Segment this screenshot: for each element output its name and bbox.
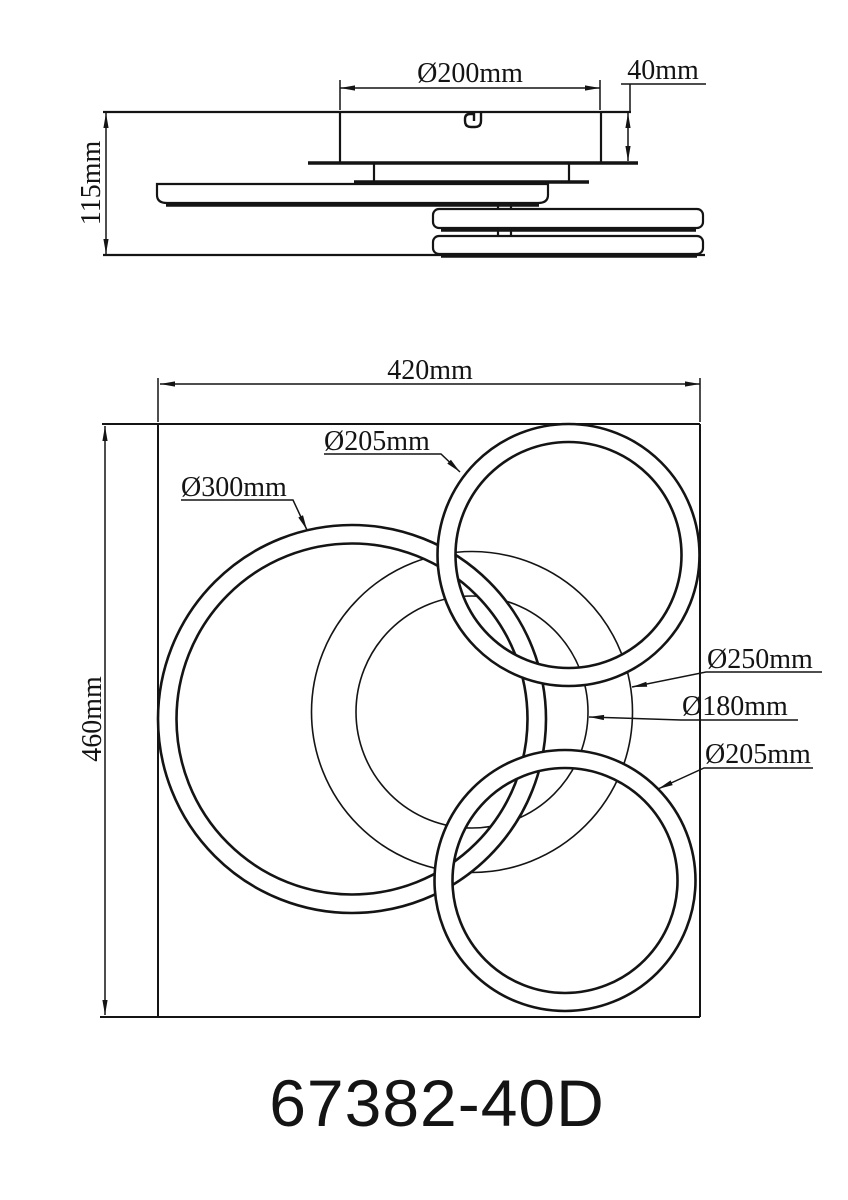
- ring-bottom-right: [433, 748, 697, 1013]
- dim-total-height: 115mm: [76, 113, 109, 254]
- middle-disc-profile: [431, 207, 705, 230]
- bottom-disc-profile: [431, 234, 705, 256]
- leader-ring-large: Ø300mm: [181, 472, 308, 531]
- leader-ring-bottom-right: Ø205mm: [657, 739, 813, 790]
- inner-disc-outer-label: Ø250mm: [707, 644, 813, 675]
- model-number: 67382-40D: [269, 1066, 605, 1140]
- leader-inner-disc-outer: Ø250mm: [631, 644, 822, 688]
- leader-inner-disc-inner: Ø180mm: [588, 691, 798, 722]
- height-label: 460mm: [77, 676, 108, 762]
- side-view: Ø200mm 40mm 115mm: [76, 55, 706, 258]
- plan-view: 420mm 460mm: [77, 355, 822, 1018]
- ring-large: [156, 523, 548, 915]
- canopy-outline: [338, 112, 603, 163]
- dim-width: 420mm: [157, 355, 701, 422]
- inner-disc-inner-label: Ø180mm: [682, 691, 788, 722]
- ring-top-right-label: Ø205mm: [324, 426, 430, 457]
- width-label: 420mm: [387, 355, 473, 386]
- dim-canopy-height: 40mm: [621, 55, 706, 161]
- dim-canopy-diameter: Ø200mm: [339, 58, 601, 110]
- connector-lower: [496, 231, 513, 235]
- canopy-diameter-label: Ø200mm: [417, 58, 523, 89]
- inner-disc-outer-circle: [310, 550, 634, 874]
- inner-disc-inner-circle: [355, 595, 589, 829]
- leader-ring-top-right: Ø205mm: [324, 426, 461, 473]
- ring-large-label: Ø300mm: [181, 472, 287, 503]
- bracket-sides: [372, 164, 571, 181]
- ring-bottom-right-label: Ø205mm: [705, 739, 811, 770]
- total-height-label: 115mm: [76, 141, 107, 226]
- ring-top-right: [436, 422, 701, 688]
- bounding-rectangle: [100, 423, 701, 1018]
- dim-height: 460mm: [77, 426, 108, 1015]
- mounting-hook-icon: [463, 112, 483, 129]
- canopy-height-label: 40mm: [627, 55, 699, 86]
- large-ring-profile: [155, 182, 550, 205]
